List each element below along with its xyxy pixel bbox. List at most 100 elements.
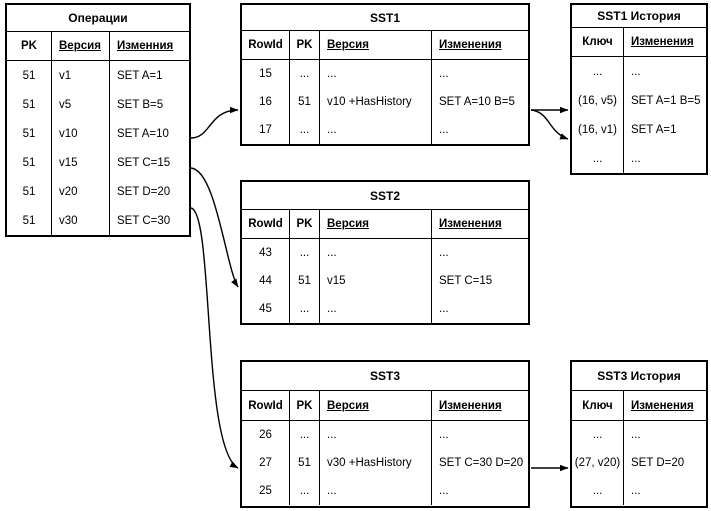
table-row: 15 ... ... ...	[242, 60, 528, 88]
table-sst3-history-title: SST3 История	[572, 362, 706, 391]
cell-version: ...	[320, 60, 432, 88]
cell-rowid: 26	[242, 421, 290, 449]
cell-rowid: 25	[242, 477, 290, 505]
column-header-version: Версия	[320, 391, 432, 420]
cell-pk: ...	[290, 421, 320, 449]
table-row: (16, v5) SET A=1 B=5	[572, 86, 706, 115]
cell-version: ...	[320, 116, 432, 144]
column-header-changes-label: Изменения	[439, 399, 502, 412]
cell-version: v15	[320, 267, 432, 295]
cell-pk: ...	[290, 60, 320, 88]
table-row: 16 51 v10 +HasHistory SET A=10 B=5	[242, 88, 528, 116]
cell-pk: ...	[290, 239, 320, 267]
cell-rowid: 15	[242, 60, 290, 88]
cell-key: ...	[572, 477, 624, 505]
column-header-changes-label: Изменния	[117, 40, 174, 52]
cell-changes: SET B=5	[117, 98, 164, 111]
column-header-pk: PK	[290, 391, 320, 420]
column-header-pk-label: PK	[296, 399, 313, 412]
cell-version: v15	[52, 148, 110, 177]
cell-changes: SET D=20	[117, 185, 171, 198]
cell-pk: 51	[7, 177, 52, 206]
table-row: 26 ... ... ...	[242, 421, 528, 449]
cell-pk: 51	[290, 449, 320, 477]
column-header-key: Ключ	[572, 28, 624, 56]
cell-version: v30	[52, 206, 110, 235]
cell-rowid: 44	[242, 267, 290, 295]
table-row: ... ...	[572, 477, 706, 505]
column-header-changes: Изменения	[432, 31, 528, 59]
cell-changes: SET C=15	[117, 156, 171, 169]
table-row: 51 v5 SET B=5	[7, 90, 189, 119]
cell-pk: 51	[7, 90, 52, 119]
cell-rowid: 17	[242, 116, 290, 144]
table-sst2: SST2 RowId PK Версия Изменения 43 ... ..…	[240, 180, 530, 325]
cell-version: ...	[320, 421, 432, 449]
table-sst3-title: SST3	[242, 362, 528, 391]
cell-changes: SET C=15	[439, 275, 493, 287]
cell-rowid: 16	[242, 88, 290, 116]
cell-rowid: 45	[242, 295, 290, 323]
column-header-changes-label: Изменения	[439, 39, 502, 51]
column-header-version: Версия	[320, 210, 432, 238]
cell-changes: SET A=10	[117, 127, 169, 140]
table-sst1-history-title: SST1 История	[572, 5, 706, 28]
cell-changes: ...	[439, 429, 449, 441]
cell-key: (27, v20)	[572, 449, 624, 477]
cell-key: ...	[572, 144, 624, 173]
column-header-changes-label: Изменения	[631, 36, 694, 48]
column-header-version-label: Версия	[327, 399, 369, 412]
table-row: 44 51 v15 SET C=15	[242, 267, 528, 295]
column-header-changes: Изменения	[624, 28, 706, 56]
table-row: 51 v1 SET A=1	[7, 61, 189, 90]
column-header-rowid: RowId	[242, 31, 290, 59]
cell-pk: ...	[290, 116, 320, 144]
cell-version: v20	[52, 177, 110, 206]
table-sst3: SST3 RowId PK Версия Изменения 26 ... ..…	[240, 360, 530, 508]
table-sst1: SST1 RowId PK Версия Изменения 15 ... ..…	[240, 3, 530, 146]
table-sst1-title: SST1	[242, 5, 528, 31]
cell-key: ...	[572, 421, 624, 449]
cell-key: (16, v1)	[572, 115, 624, 144]
column-header-changes-label: Изменения	[631, 399, 694, 412]
table-row: 27 51 v30 +HasHistory SET C=30 D=20	[242, 449, 528, 477]
cell-changes: ...	[631, 485, 641, 497]
column-header-version: Версия	[320, 31, 432, 59]
cell-pk: 51	[7, 61, 52, 90]
cell-changes: ...	[631, 152, 641, 165]
column-header-changes: Изменения	[624, 391, 706, 420]
table-row: 51 v15 SET C=15	[7, 148, 189, 177]
column-header-version-label: Версия	[327, 39, 369, 51]
column-header-pk-label: PK	[296, 39, 313, 51]
cell-version: v30 +HasHistory	[320, 449, 432, 477]
table-row: 45 ... ... ...	[242, 295, 528, 323]
cell-pk: 51	[7, 206, 52, 235]
cell-pk: 51	[290, 267, 320, 295]
table-sst3-history-header-row: Ключ Изменения	[572, 391, 706, 421]
column-header-key: Ключ	[572, 391, 624, 420]
table-row: 51 v10 SET A=10	[7, 119, 189, 148]
column-header-rowid-label: RowId	[248, 39, 283, 51]
column-header-changes: Изменния	[110, 32, 189, 60]
column-header-rowid: RowId	[242, 391, 290, 420]
table-operations: Операции PK Версия Изменния 51 v1 SET A=…	[5, 3, 191, 237]
cell-pk: 51	[290, 88, 320, 116]
cell-pk: 51	[7, 119, 52, 148]
column-header-rowid: RowId	[242, 210, 290, 238]
cell-key: ...	[572, 57, 624, 86]
column-header-changes-label: Изменения	[439, 218, 502, 230]
column-header-rowid-label: RowId	[248, 399, 283, 412]
cell-key: (16, v5)	[572, 86, 624, 115]
connector-operations-v10-to-sst1-row16	[190, 106, 239, 139]
column-header-changes: Изменения	[432, 210, 528, 238]
table-sst2-title: SST2	[242, 182, 528, 210]
table-sst3-history: SST3 История Ключ Изменения ... ... (27,…	[570, 360, 708, 508]
column-header-key-label: Ключ	[582, 36, 613, 48]
column-header-rowid-label: RowId	[248, 218, 283, 230]
cell-pk: ...	[290, 295, 320, 323]
column-header-pk: PK	[290, 210, 320, 238]
column-header-pk-label: PK	[296, 218, 313, 230]
connector-sst1-row16-to-history-16v1	[530, 109, 569, 140]
cell-changes: ...	[439, 124, 449, 136]
